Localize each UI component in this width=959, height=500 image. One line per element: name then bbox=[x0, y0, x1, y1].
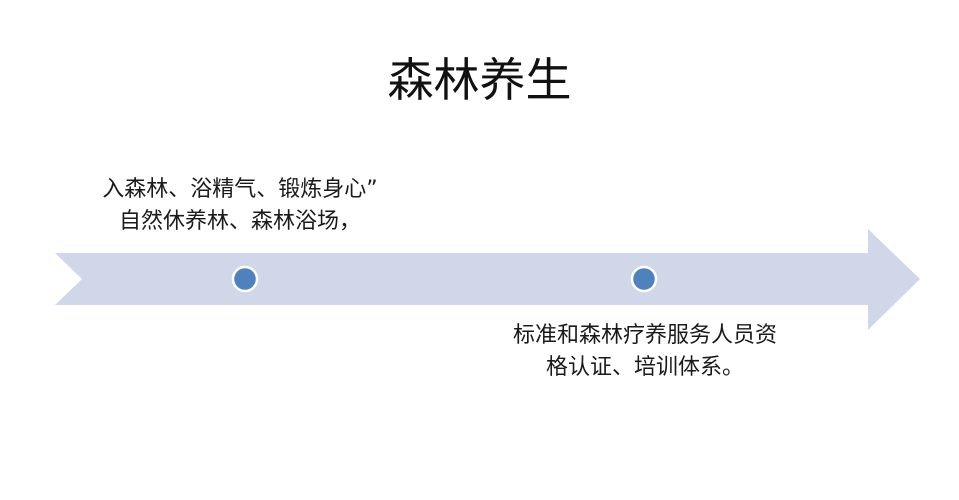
timeline-marker-1 bbox=[231, 265, 259, 293]
timeline-marker-2 bbox=[630, 265, 658, 293]
timeline-event-1-text: 入森林、浴精气、锻炼身心” 自然休养林、森林浴场， bbox=[40, 174, 440, 238]
timeline-event-2-line-2: 格认证、培训体系。 bbox=[545, 355, 744, 380]
timeline-event-2-line-1: 标准和森林疗养服务人员资 bbox=[512, 323, 777, 348]
timeline-arrow bbox=[55, 229, 920, 330]
timeline-event-1-line-2: 自然休养林、森林浴场， bbox=[118, 209, 361, 234]
timeline-event-2-text: 标准和森林疗养服务人员资 格认证、培训体系。 bbox=[440, 320, 850, 384]
page-title: 森林养生 bbox=[387, 53, 572, 107]
timeline-event-1-line-1: 入森林、浴精气、锻炼身心” bbox=[102, 177, 378, 202]
